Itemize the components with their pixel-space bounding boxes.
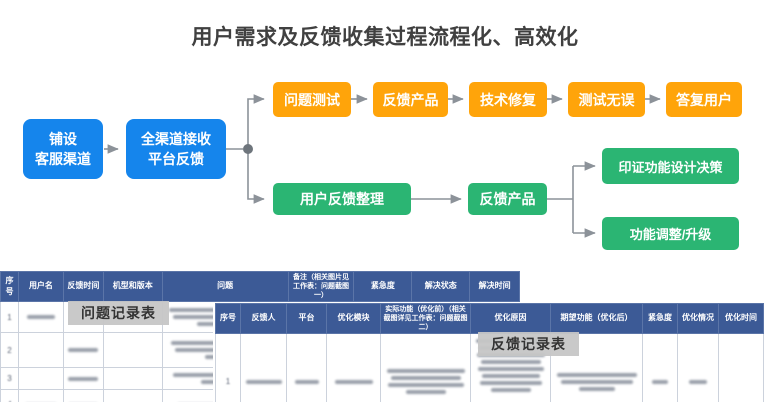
flow-box-tech-fix: 技术修复 <box>469 82 547 117</box>
flow-box-label: 铺设 <box>49 130 77 147</box>
row-number-cell: 2 <box>0 332 19 369</box>
table-header-row: 序号 用户名 反馈时间 机型和版本 问题 备注（相关图片见工作表：问题截图一） … <box>0 270 520 303</box>
flow-box-label: 测试无误 <box>578 91 635 108</box>
row-number-cell: 1 <box>215 333 241 402</box>
flow-box-label: 用户反馈整理 <box>300 191 384 207</box>
column-header: 解决状态 <box>411 270 471 303</box>
flow-box-label: 全渠道接收 <box>141 130 211 147</box>
column-header: 备注（相关图片见工作表：问题截图一） <box>287 270 355 303</box>
flow-box-label: 技术修复 <box>480 91 536 108</box>
flow-box-organize-feedback: 用户反馈整理 <box>273 183 411 215</box>
blurred-text <box>578 386 615 391</box>
column-header: 序号 <box>215 302 241 335</box>
flow-box-label: 客服渠道 <box>35 151 91 167</box>
arrow-junction-to-issue-track <box>247 94 265 149</box>
flow-box-feedback-product-green: 反馈产品 <box>468 183 547 215</box>
blurred-cell <box>102 389 163 402</box>
blurred-cell <box>380 333 471 402</box>
column-header: 反馈人 <box>240 302 287 335</box>
feedback-record-table: 序号 反馈人 平台 优化模块 实际功能（优化前）（相关截图详见工作表：问题截图二… <box>213 302 767 402</box>
row-number-cell: 3 <box>0 367 19 391</box>
table-header-row: 序号 反馈人 平台 优化模块 实际功能（优化前）（相关截图详见工作表：问题截图二… <box>215 302 764 335</box>
blurred-cell <box>677 333 719 402</box>
flow-box-label: 平台反馈 <box>148 151 204 167</box>
flow-box-label: 功能调整/升级 <box>629 227 712 242</box>
blurred-text <box>334 379 373 384</box>
blurred-text <box>481 374 540 379</box>
blurred-cell <box>642 333 678 402</box>
blurred-text <box>480 360 541 365</box>
flow-box-verify-design-decision: 印证功能设计决策 <box>602 148 739 184</box>
flow-box-label: 印证功能设计决策 <box>618 159 723 175</box>
column-header: 序号 <box>0 270 19 303</box>
flow-box-label: 答复用户 <box>676 91 732 108</box>
column-header: 反馈时间 <box>62 270 104 303</box>
blurred-cell <box>62 332 104 369</box>
blurred-text <box>390 376 461 381</box>
row-number-cell: 4 <box>0 389 19 402</box>
column-header: 优化情况 <box>677 302 719 335</box>
flow-box-label: 问题测试 <box>284 91 340 108</box>
flow-box-omnichannel-hub: 全渠道接收 平台反馈 <box>126 119 226 179</box>
flow-box-test-passed: 测试无误 <box>568 82 645 117</box>
blurred-cell <box>286 333 327 402</box>
blurred-text <box>556 372 637 377</box>
arrow-junction-to-feedback-track <box>247 149 265 204</box>
blurred-text <box>689 379 707 384</box>
blurred-text <box>387 383 464 388</box>
blurred-cell <box>240 333 287 402</box>
blurred-cell <box>17 332 64 369</box>
column-header: 解决时间 <box>469 270 520 303</box>
column-header: 优化模块 <box>326 302 381 335</box>
flow-box-feedback-product: 反馈产品 <box>373 82 448 117</box>
column-header: 实际功能（优化前）（相关截图详见工作表：问题截图二） <box>380 302 471 335</box>
blurred-cell <box>17 389 64 402</box>
column-header: 用户名 <box>17 270 64 303</box>
blurred-cell <box>17 301 64 334</box>
blurred-text <box>490 388 531 393</box>
flow-box-setup-channels: 铺设 客服渠道 <box>23 119 103 179</box>
blurred-cell <box>62 389 104 402</box>
blurred-text <box>245 379 282 384</box>
flow-box-reply-user: 答复用户 <box>666 82 742 117</box>
feedback-table-caption: 反馈记录表 <box>478 332 579 356</box>
column-header: 期望功能（优化后） <box>550 302 643 335</box>
blurred-text <box>652 379 668 384</box>
blurred-cell <box>62 367 104 391</box>
blurred-text <box>294 379 319 384</box>
feedback-table: 序号 反馈人 平台 优化模块 实际功能（优化前）（相关截图详见工作表：问题截图二… <box>215 302 764 402</box>
column-header: 紧急度 <box>353 270 413 303</box>
flow-box-feature-upgrade: 功能调整/升级 <box>602 217 739 250</box>
page-title: 用户需求及反馈收集过程流程化、高效化 <box>191 26 579 49</box>
blurred-text <box>477 367 544 372</box>
blurred-cell <box>326 333 381 402</box>
blurred-cell <box>102 367 163 391</box>
column-header: 紧急度 <box>642 302 678 335</box>
column-header: 优化时间 <box>718 302 764 335</box>
flow-box-issue-test: 问题测试 <box>273 82 351 117</box>
column-header: 问题 <box>161 270 289 303</box>
blurred-text <box>26 315 55 320</box>
table-row: 1 <box>215 333 764 402</box>
junction-dot <box>243 144 253 154</box>
blurred-text <box>68 376 99 381</box>
blurred-text <box>405 390 446 395</box>
column-header: 优化原因 <box>470 302 551 335</box>
problem-table-caption: 问题记录表 <box>68 301 169 325</box>
blurred-text <box>68 348 99 353</box>
flow-box-label: 反馈产品 <box>479 191 536 207</box>
flow-connectors <box>104 94 661 238</box>
blurred-text <box>560 379 633 384</box>
blurred-cell <box>718 333 764 402</box>
blurred-cell <box>102 332 163 369</box>
blurred-text <box>479 381 542 386</box>
blurred-text <box>386 369 465 374</box>
row-number-cell: 1 <box>0 301 19 334</box>
column-header: 机型和版本 <box>102 270 163 303</box>
column-header: 平台 <box>286 302 327 335</box>
blurred-cell <box>17 367 64 391</box>
flow-box-label: 反馈产品 <box>382 91 439 108</box>
